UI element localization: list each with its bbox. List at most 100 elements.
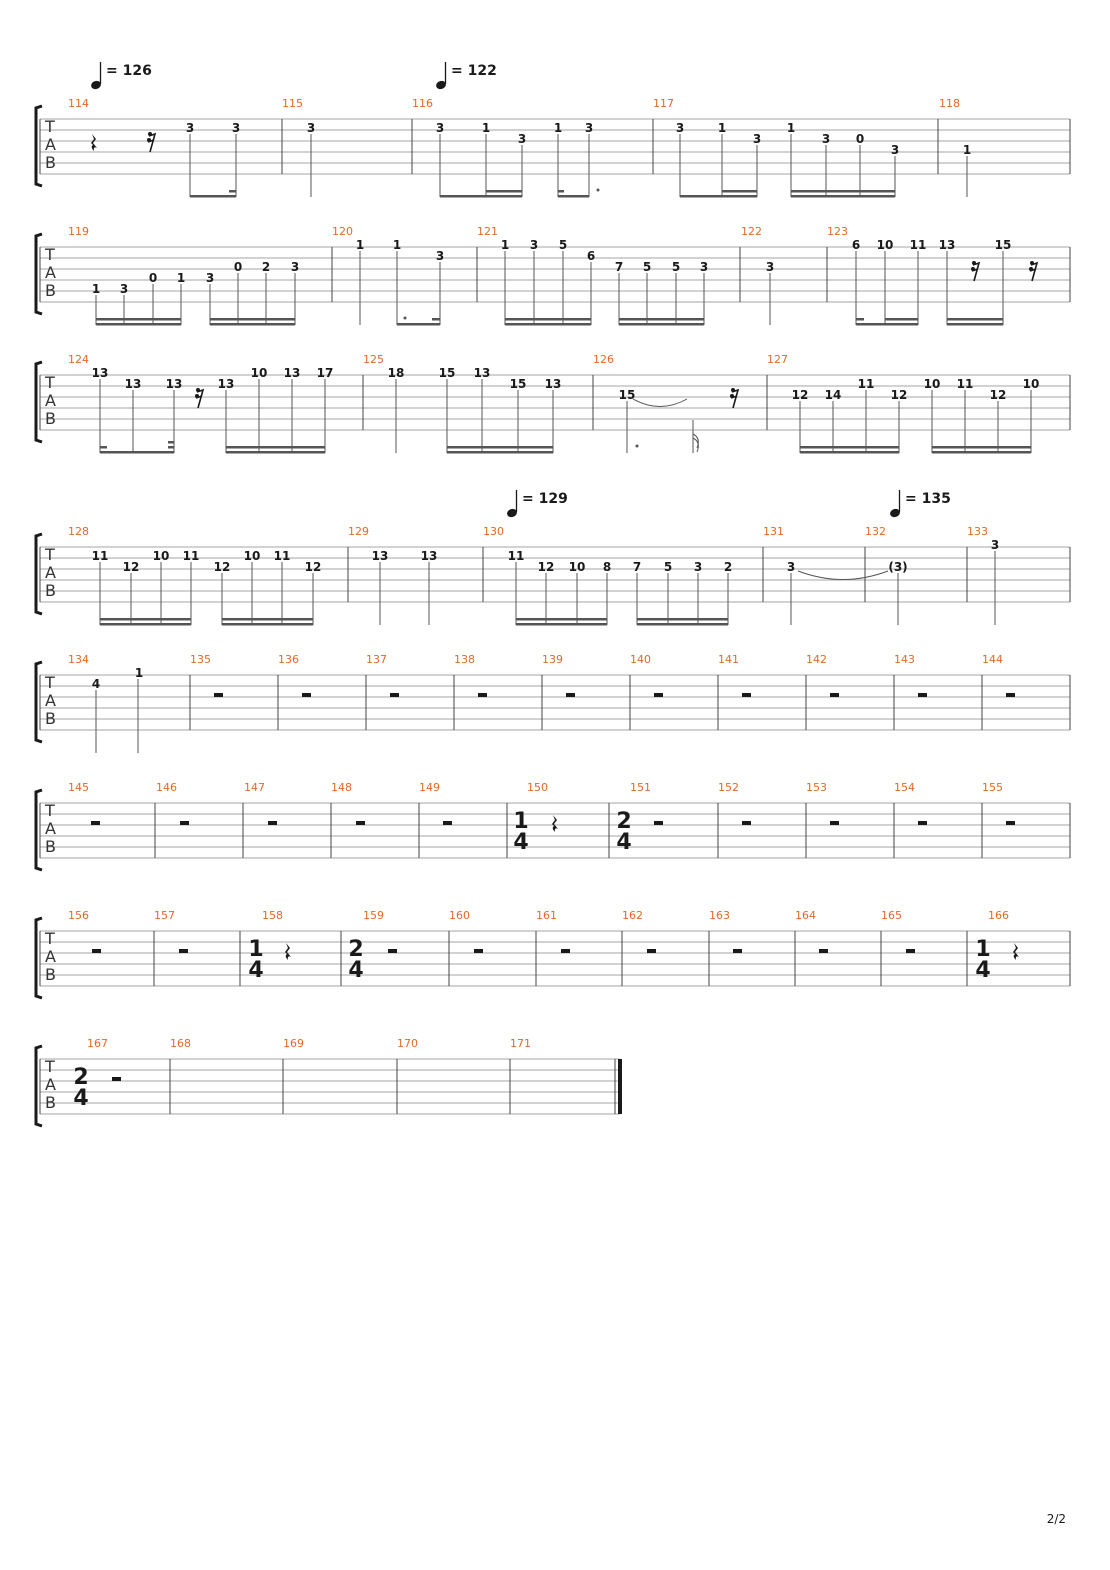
fret-number: 13 [166, 377, 183, 391]
measure-number: 151 [630, 781, 651, 794]
measure-number: 171 [510, 1037, 531, 1050]
fret-number: 1 [135, 666, 143, 680]
tab-clef-b: B [45, 581, 56, 600]
sixteenth-rest-icon [146, 131, 156, 153]
fret-number: 13 [474, 366, 491, 380]
system-3: T A B 124 125 126 127 13 [34, 353, 1071, 454]
measure-number: 145 [68, 781, 89, 794]
fret-number: 15 [995, 238, 1012, 252]
half-rests [91, 821, 1015, 825]
system-bracket [34, 660, 43, 744]
tie-icon [797, 570, 889, 580]
half-rest-icon [443, 821, 452, 825]
barlines [39, 547, 1071, 602]
barlines [39, 675, 1071, 730]
fret-number: 3 [186, 121, 194, 135]
fret-number: 12 [123, 560, 140, 574]
fret-number: 5 [559, 238, 567, 252]
quarter-rest-icon [91, 134, 97, 151]
fret-number: 1 [177, 271, 185, 285]
time-signature-bottom: 4 [513, 830, 528, 855]
fret-number: 11 [858, 377, 875, 391]
fret-number: 3 [694, 560, 702, 574]
measure-number: 122 [741, 225, 762, 238]
system-bracket [34, 360, 43, 444]
fret-number: 4 [92, 677, 100, 691]
fret-number: 1 [787, 121, 795, 135]
time-signature: 2 4 [73, 1065, 88, 1111]
fret-number: 7 [633, 560, 641, 574]
time-signature: 2 4 [616, 809, 631, 855]
half-rest-icon [302, 693, 311, 697]
stems [95, 251, 1004, 325]
half-rest-icon [733, 949, 742, 953]
half-rest-icon [654, 821, 663, 825]
fret-number: 15 [619, 388, 636, 402]
beams [100, 618, 728, 626]
fret-number: 11 [274, 549, 291, 563]
half-rest-icon [906, 949, 915, 953]
measure-number: 147 [244, 781, 265, 794]
fret-number: 3 [518, 132, 526, 146]
measure-number: 155 [982, 781, 1003, 794]
measure-number: 118 [939, 97, 960, 110]
system-2: T A B 119 120 121 122 123 [34, 225, 1071, 326]
fret-number: 17 [317, 366, 334, 380]
tab-clef-t: T [44, 373, 55, 392]
quarter-rest-icon [552, 815, 558, 832]
fret-number: 3 [307, 121, 315, 135]
fret-number: 3 [700, 260, 708, 274]
tempo-marking: = 129 [507, 490, 568, 518]
half-rest-icon [830, 821, 839, 825]
measure-number: 154 [894, 781, 915, 794]
measure-number: 153 [806, 781, 827, 794]
measure-number: 137 [366, 653, 387, 666]
measure-number: 150 [527, 781, 548, 794]
time-signature-top: 2 [348, 937, 363, 962]
fret-number: 10 [877, 238, 894, 252]
system-6: T A B 145 146 147 148 149 150 151 152 15… [34, 781, 1071, 872]
half-rest-icon [92, 949, 101, 953]
stems-and-beams [189, 134, 968, 197]
time-signature: 1 4 [975, 937, 990, 983]
fret-number: 3 [753, 132, 761, 146]
tab-clef-b: B [45, 837, 56, 856]
time-signature-top: 2 [616, 809, 631, 834]
half-rest-icon [561, 949, 570, 953]
barlines [39, 375, 1071, 430]
half-rest-icon [356, 821, 365, 825]
time-signature-bottom: 4 [975, 958, 990, 983]
fret-number: 13 [284, 366, 301, 380]
fret-number: 2 [262, 260, 270, 274]
fret-number: 11 [92, 549, 109, 563]
system-bracket [34, 788, 43, 872]
system-bracket [34, 532, 43, 616]
fret-number: 0 [234, 260, 242, 274]
measure-number: 114 [68, 97, 89, 110]
measure-number: 164 [795, 909, 816, 922]
sixteenth-rest-icon [729, 387, 739, 409]
fret-numbers: 11 12 10 11 12 10 11 12 13 13 11 12 10 8… [92, 538, 1000, 574]
fret-number: 11 [957, 377, 974, 391]
stems [99, 379, 1032, 453]
measure-number: 120 [332, 225, 353, 238]
beams [100, 441, 1031, 454]
tab-clef-a: A [45, 819, 56, 838]
tab-staff [40, 930, 1070, 987]
tab-clef-a: A [45, 947, 56, 966]
fret-number: 12 [792, 388, 809, 402]
fret-number: 3 [585, 121, 593, 135]
fret-number: 1 [501, 238, 509, 252]
fret-number: 13 [372, 549, 389, 563]
fret-number: 13 [545, 377, 562, 391]
system-5: T A B 134 135 136 137 138 139 140 141 14… [34, 653, 1071, 753]
tab-clef-t: T [44, 673, 55, 692]
fret-number: 10 [569, 560, 586, 574]
fret-number: 3 [676, 121, 684, 135]
half-rest-icon [478, 693, 487, 697]
tab-staff [40, 246, 1070, 303]
fret-number: 11 [910, 238, 927, 252]
half-rest-icon [268, 821, 277, 825]
fret-number: 5 [643, 260, 651, 274]
measure-number: 158 [262, 909, 283, 922]
